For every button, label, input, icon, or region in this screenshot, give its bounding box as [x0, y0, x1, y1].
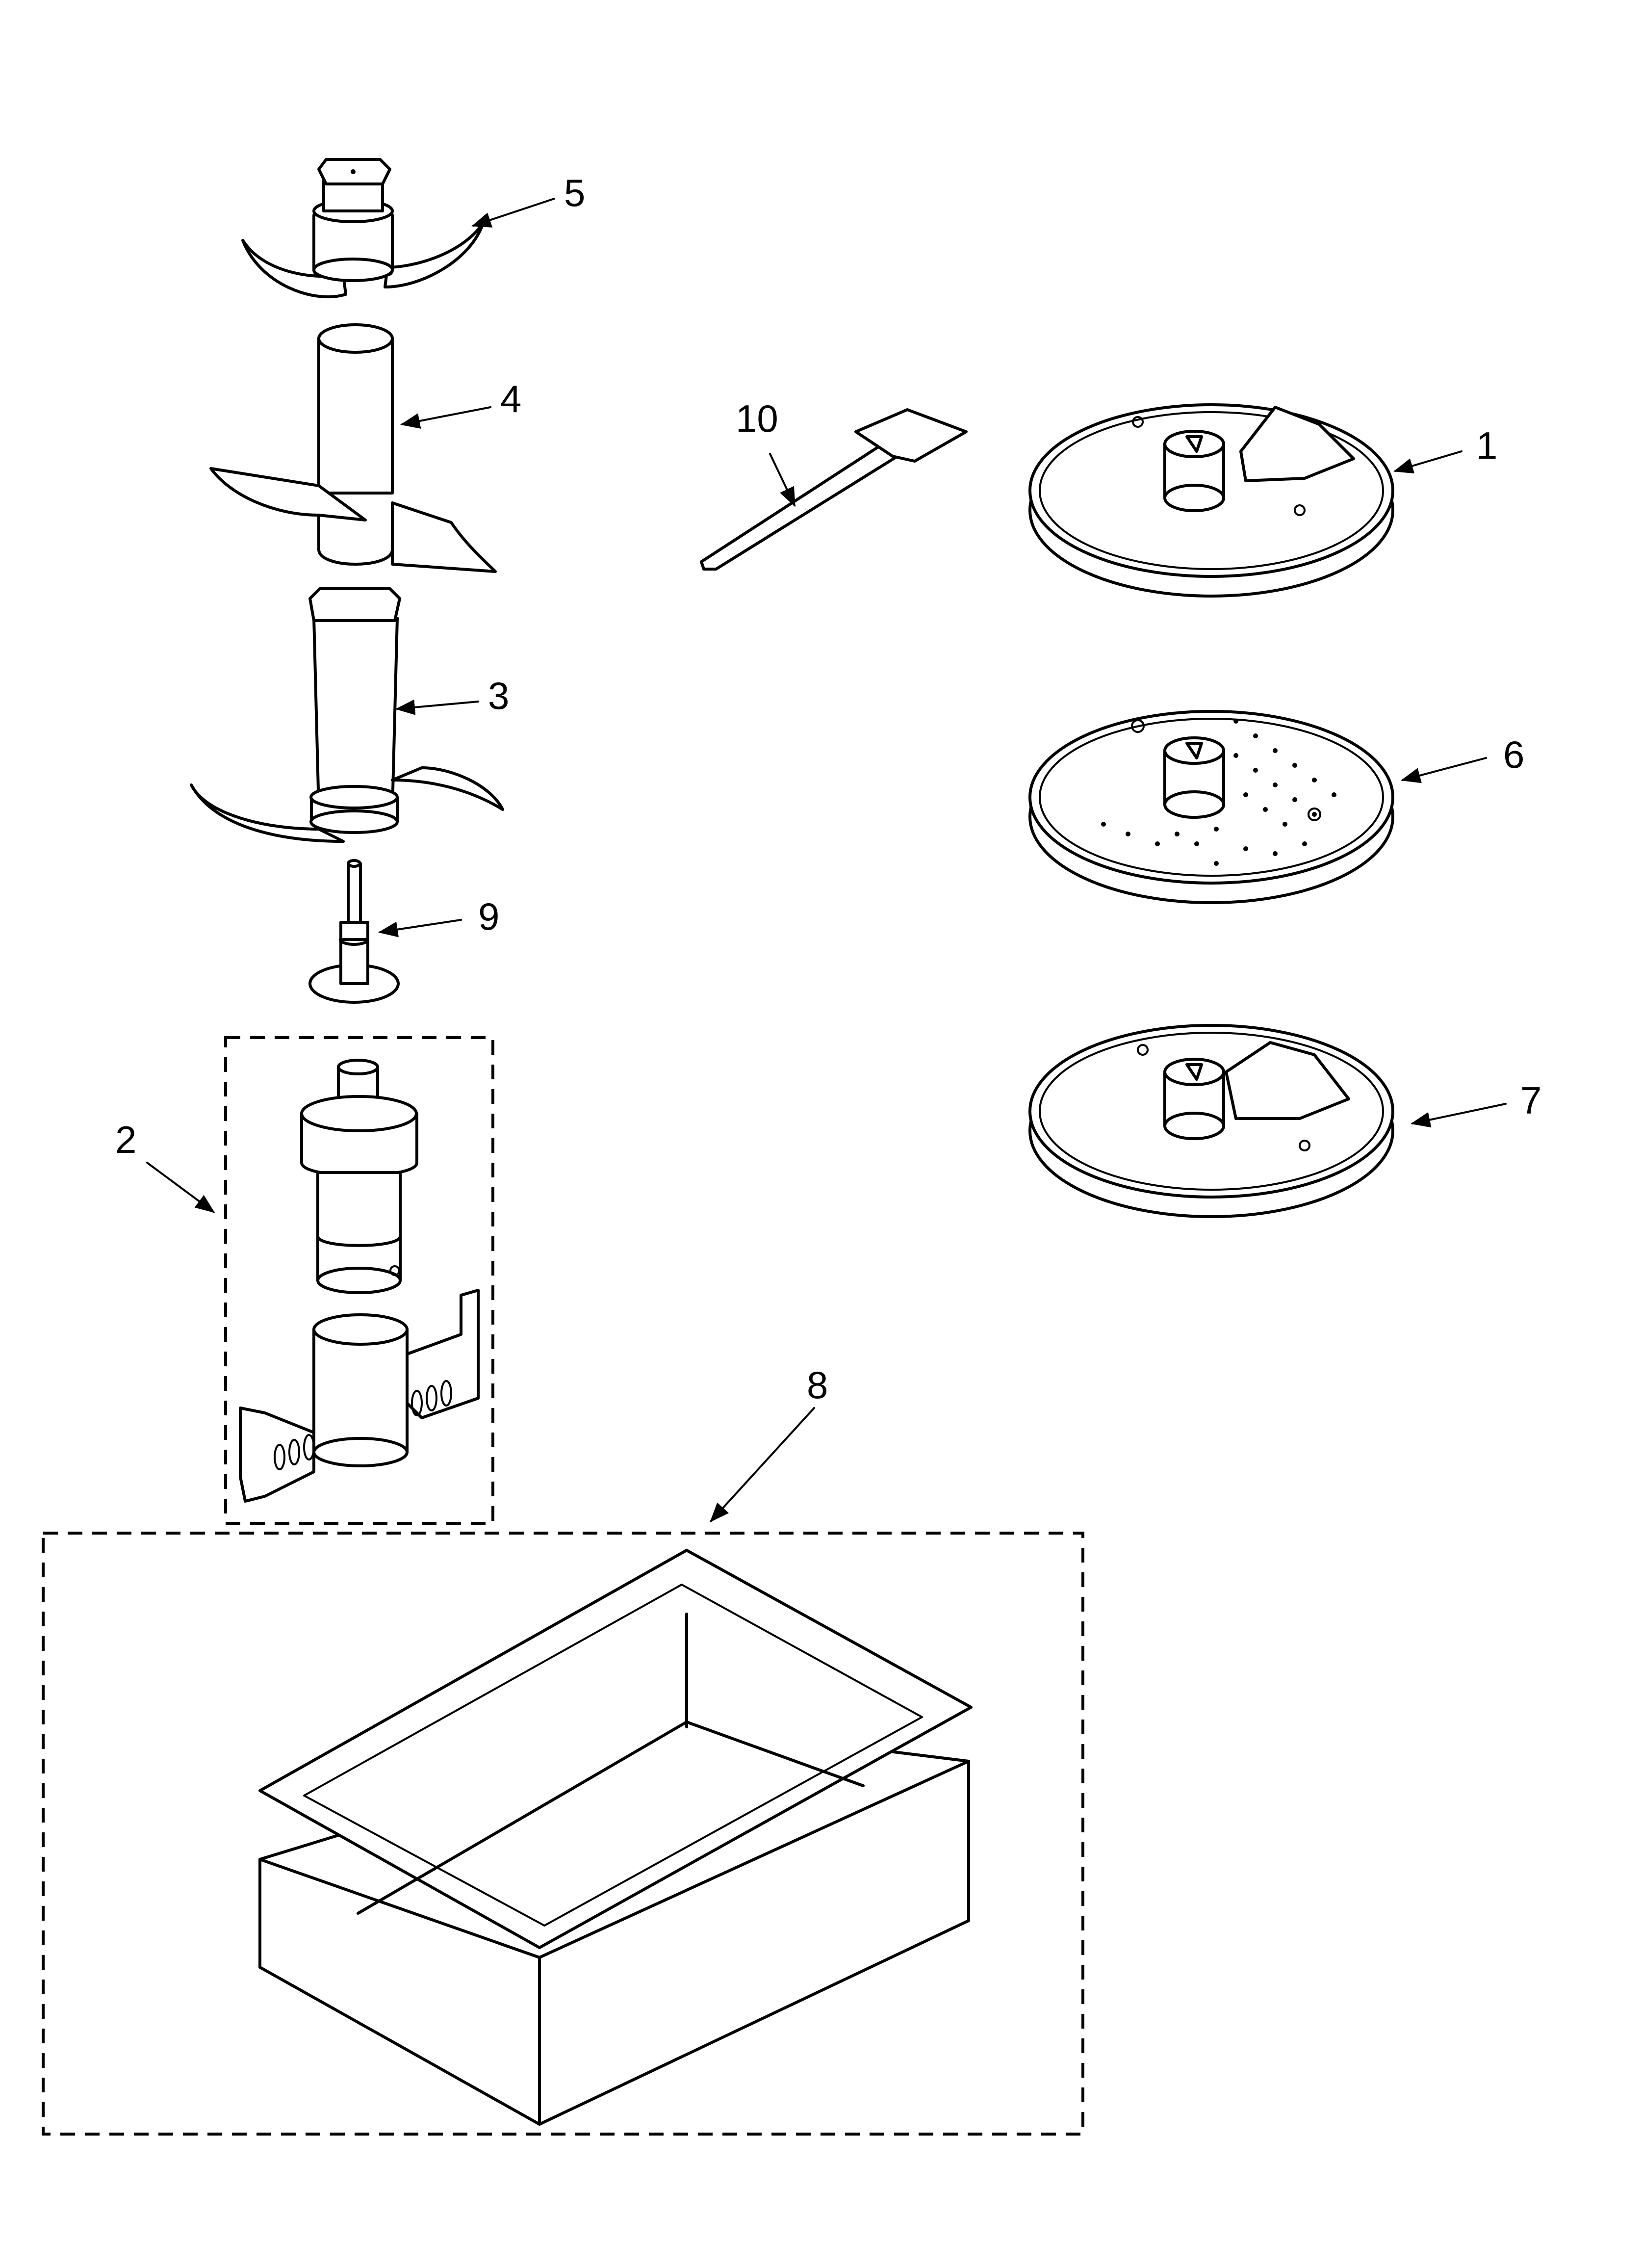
part-4-blade	[209, 323, 497, 573]
arrow-1	[1393, 450, 1462, 474]
part-2-assembly	[224, 1036, 494, 1525]
leader-lines	[146, 198, 1507, 1522]
part-1-disc	[1028, 403, 1394, 598]
callout-6: 6	[1503, 733, 1524, 776]
arrow-6	[1401, 757, 1487, 783]
part-6-disc	[1028, 710, 1394, 904]
callout-10: 10	[736, 397, 778, 440]
part-10-spatula	[700, 408, 968, 571]
part-7-disc	[1028, 1024, 1394, 1218]
arrow-2	[146, 1162, 215, 1213]
arrow-5	[471, 198, 555, 228]
part-9-drive-adapter	[308, 859, 400, 1004]
arrow-10	[769, 453, 795, 507]
callout-2: 2	[115, 1118, 136, 1161]
callout-8: 8	[807, 1363, 828, 1407]
callout-3: 3	[488, 674, 509, 717]
arrow-3	[395, 699, 479, 715]
part-3-blade	[190, 587, 504, 843]
arrow-4	[400, 406, 491, 429]
arrow-7	[1411, 1103, 1507, 1128]
callout-1: 1	[1476, 424, 1497, 467]
callout-9: 9	[478, 895, 499, 938]
callout-5: 5	[564, 171, 585, 214]
arrow-9	[378, 919, 462, 938]
callout-7: 7	[1520, 1079, 1541, 1122]
part-5-small-blade	[241, 158, 485, 299]
arrow-8	[710, 1407, 815, 1522]
callout-labels: 5 4 3 9 2 10 1 6 7 8	[115, 171, 1541, 1407]
part-8-storage-case	[42, 1532, 1084, 2136]
callout-4: 4	[500, 377, 521, 420]
